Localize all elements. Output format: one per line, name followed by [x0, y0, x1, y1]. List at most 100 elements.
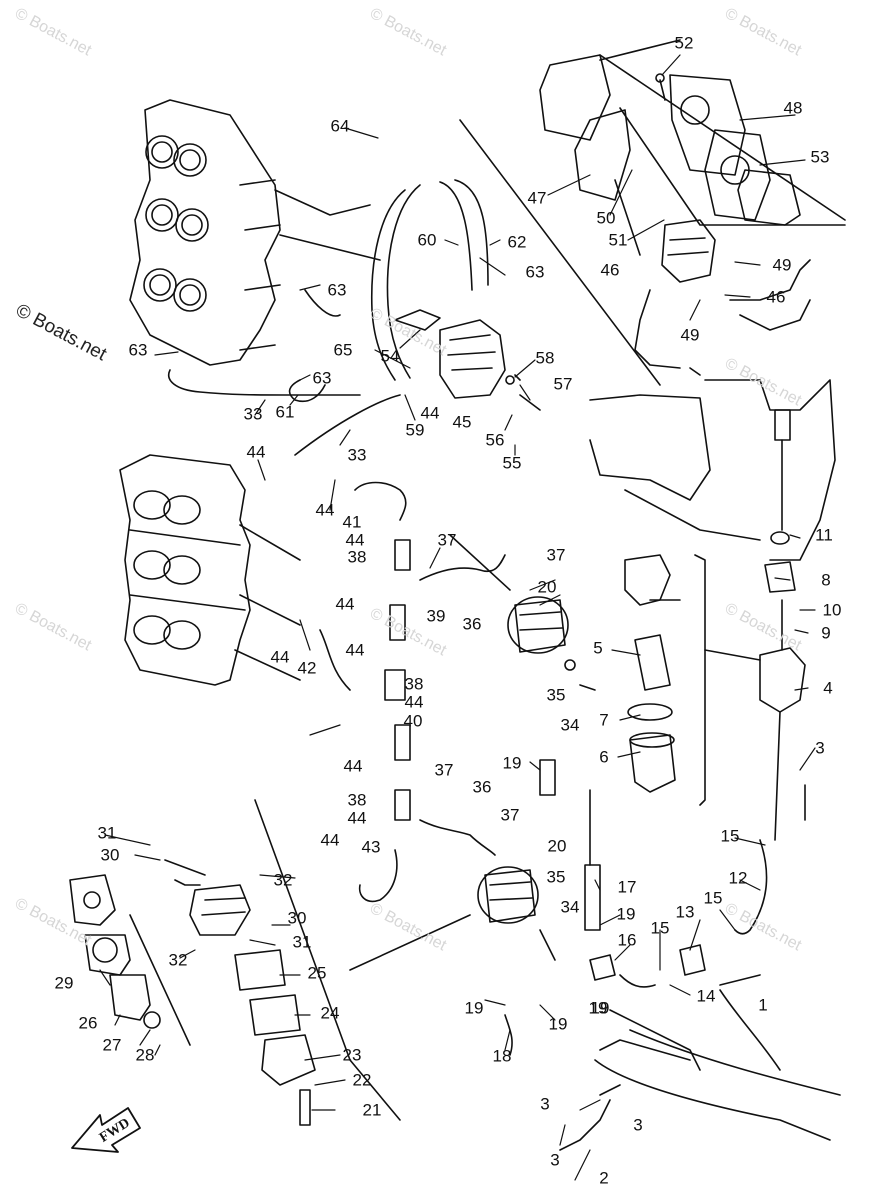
part-callout: 22	[352, 1070, 372, 1090]
part-callout: 30	[287, 908, 307, 928]
part-callout: 44	[347, 808, 367, 828]
part-callout: 59	[405, 420, 425, 440]
lower-left-pump-parts	[69, 799, 471, 1126]
part-callout: 41	[342, 512, 362, 532]
part-callout: 44	[246, 442, 266, 462]
part-callout: 44	[335, 594, 355, 614]
fwd-arrow-shape	[71, 1107, 141, 1153]
part-callout: 53	[810, 147, 830, 167]
part-callout: 48	[783, 98, 803, 118]
fuel-filter-sensor	[459, 119, 811, 386]
fuel-pump-20-upper	[507, 596, 596, 691]
cylinder-block-lower	[119, 454, 301, 686]
part-callout: 61	[275, 402, 295, 422]
part-callout: 44	[315, 500, 335, 520]
part-callout: 44	[270, 647, 290, 667]
part-callout: 33	[243, 404, 263, 424]
filter-cup-group	[624, 554, 761, 806]
part-callout: 17	[617, 877, 637, 897]
part-callout: 32	[273, 870, 293, 890]
part-callout: 63	[327, 280, 347, 300]
cylinder-block-upper	[129, 99, 381, 366]
part-callout: 23	[342, 1045, 362, 1065]
part-callout: 55	[502, 453, 522, 473]
part-callout: 3	[540, 1094, 550, 1114]
part-callout: 28	[135, 1045, 155, 1065]
part-callout: 44	[420, 403, 440, 423]
part-callout: 43	[361, 837, 381, 857]
part-callout: 65	[333, 340, 353, 360]
part-callout: 38	[347, 790, 367, 810]
part-callout: 60	[417, 230, 437, 250]
lower-right-lines	[504, 759, 781, 1151]
part-callout: 54	[380, 346, 400, 366]
part-callout: 57	[553, 374, 573, 394]
part-callout: 63	[312, 368, 332, 388]
part-callout: 39	[426, 606, 446, 626]
part-callout: 3	[633, 1115, 643, 1135]
fuel-pump-assembly-45	[394, 309, 541, 411]
part-callout: 29	[54, 973, 74, 993]
part-callout: 15	[720, 826, 740, 846]
part-callout: 35	[546, 867, 566, 887]
part-callout: 50	[596, 208, 616, 228]
outboard-housing	[589, 379, 841, 1141]
part-callout: 38	[347, 547, 367, 567]
part-callout: 15	[703, 888, 723, 908]
part-callout: 32	[168, 950, 188, 970]
part-callout: 19	[588, 998, 608, 1018]
part-callout: 19	[464, 998, 484, 1018]
part-callout: 63	[525, 262, 545, 282]
part-callout: 37	[546, 545, 566, 565]
part-callout: 19	[502, 753, 522, 773]
part-callout: 63	[128, 340, 148, 360]
part-callout: 52	[674, 33, 694, 53]
part-callout: 44	[345, 530, 365, 550]
part-callout: 33	[347, 445, 367, 465]
fuel-pump-plates	[539, 39, 846, 226]
part-callout: 7	[599, 710, 609, 730]
part-callout: 18	[492, 1046, 512, 1066]
part-callout: 25	[307, 963, 327, 983]
part-callout: 20	[537, 577, 557, 597]
part-callout: 11	[815, 525, 833, 545]
part-callout: 38	[404, 674, 424, 694]
part-callout: 44	[404, 692, 424, 712]
part-callout: 37	[500, 805, 520, 825]
part-callout: 6	[599, 747, 609, 767]
part-callout: 8	[821, 570, 831, 590]
part-callout: 47	[527, 188, 547, 208]
part-callout: 51	[608, 230, 628, 250]
part-callout: 26	[78, 1013, 98, 1033]
part-callout: 34	[560, 897, 580, 917]
part-callout: 45	[452, 412, 472, 432]
part-callout: 10	[822, 600, 842, 620]
part-callout: 64	[330, 116, 350, 136]
part-callout: 44	[343, 756, 363, 776]
part-callout: 62	[507, 232, 527, 252]
fuel-pump-20-lower	[477, 866, 556, 961]
part-callout: 24	[320, 1003, 340, 1023]
part-callout: 12	[728, 868, 748, 888]
part-callout: 58	[535, 348, 555, 368]
hose-stack-center	[294, 394, 511, 903]
part-callout: 16	[617, 930, 637, 950]
part-callout: 49	[680, 325, 700, 345]
part-callout: 44	[320, 830, 340, 850]
part-callout: 35	[546, 685, 566, 705]
part-callout: 37	[434, 760, 454, 780]
part-callout: 46	[600, 260, 620, 280]
part-callout: 13	[675, 902, 695, 922]
leader-lines	[99, 54, 816, 1181]
part-callout: 30	[100, 845, 120, 865]
part-callout: 46	[766, 287, 786, 307]
fuel-hoses-upper	[168, 179, 489, 403]
right-filter-assembly	[759, 409, 806, 841]
part-callout: 31	[292, 932, 312, 952]
part-callout: 9	[821, 623, 831, 643]
part-callout: 27	[102, 1035, 122, 1055]
part-callout: 3	[815, 738, 825, 758]
part-callout: 42	[297, 658, 317, 678]
